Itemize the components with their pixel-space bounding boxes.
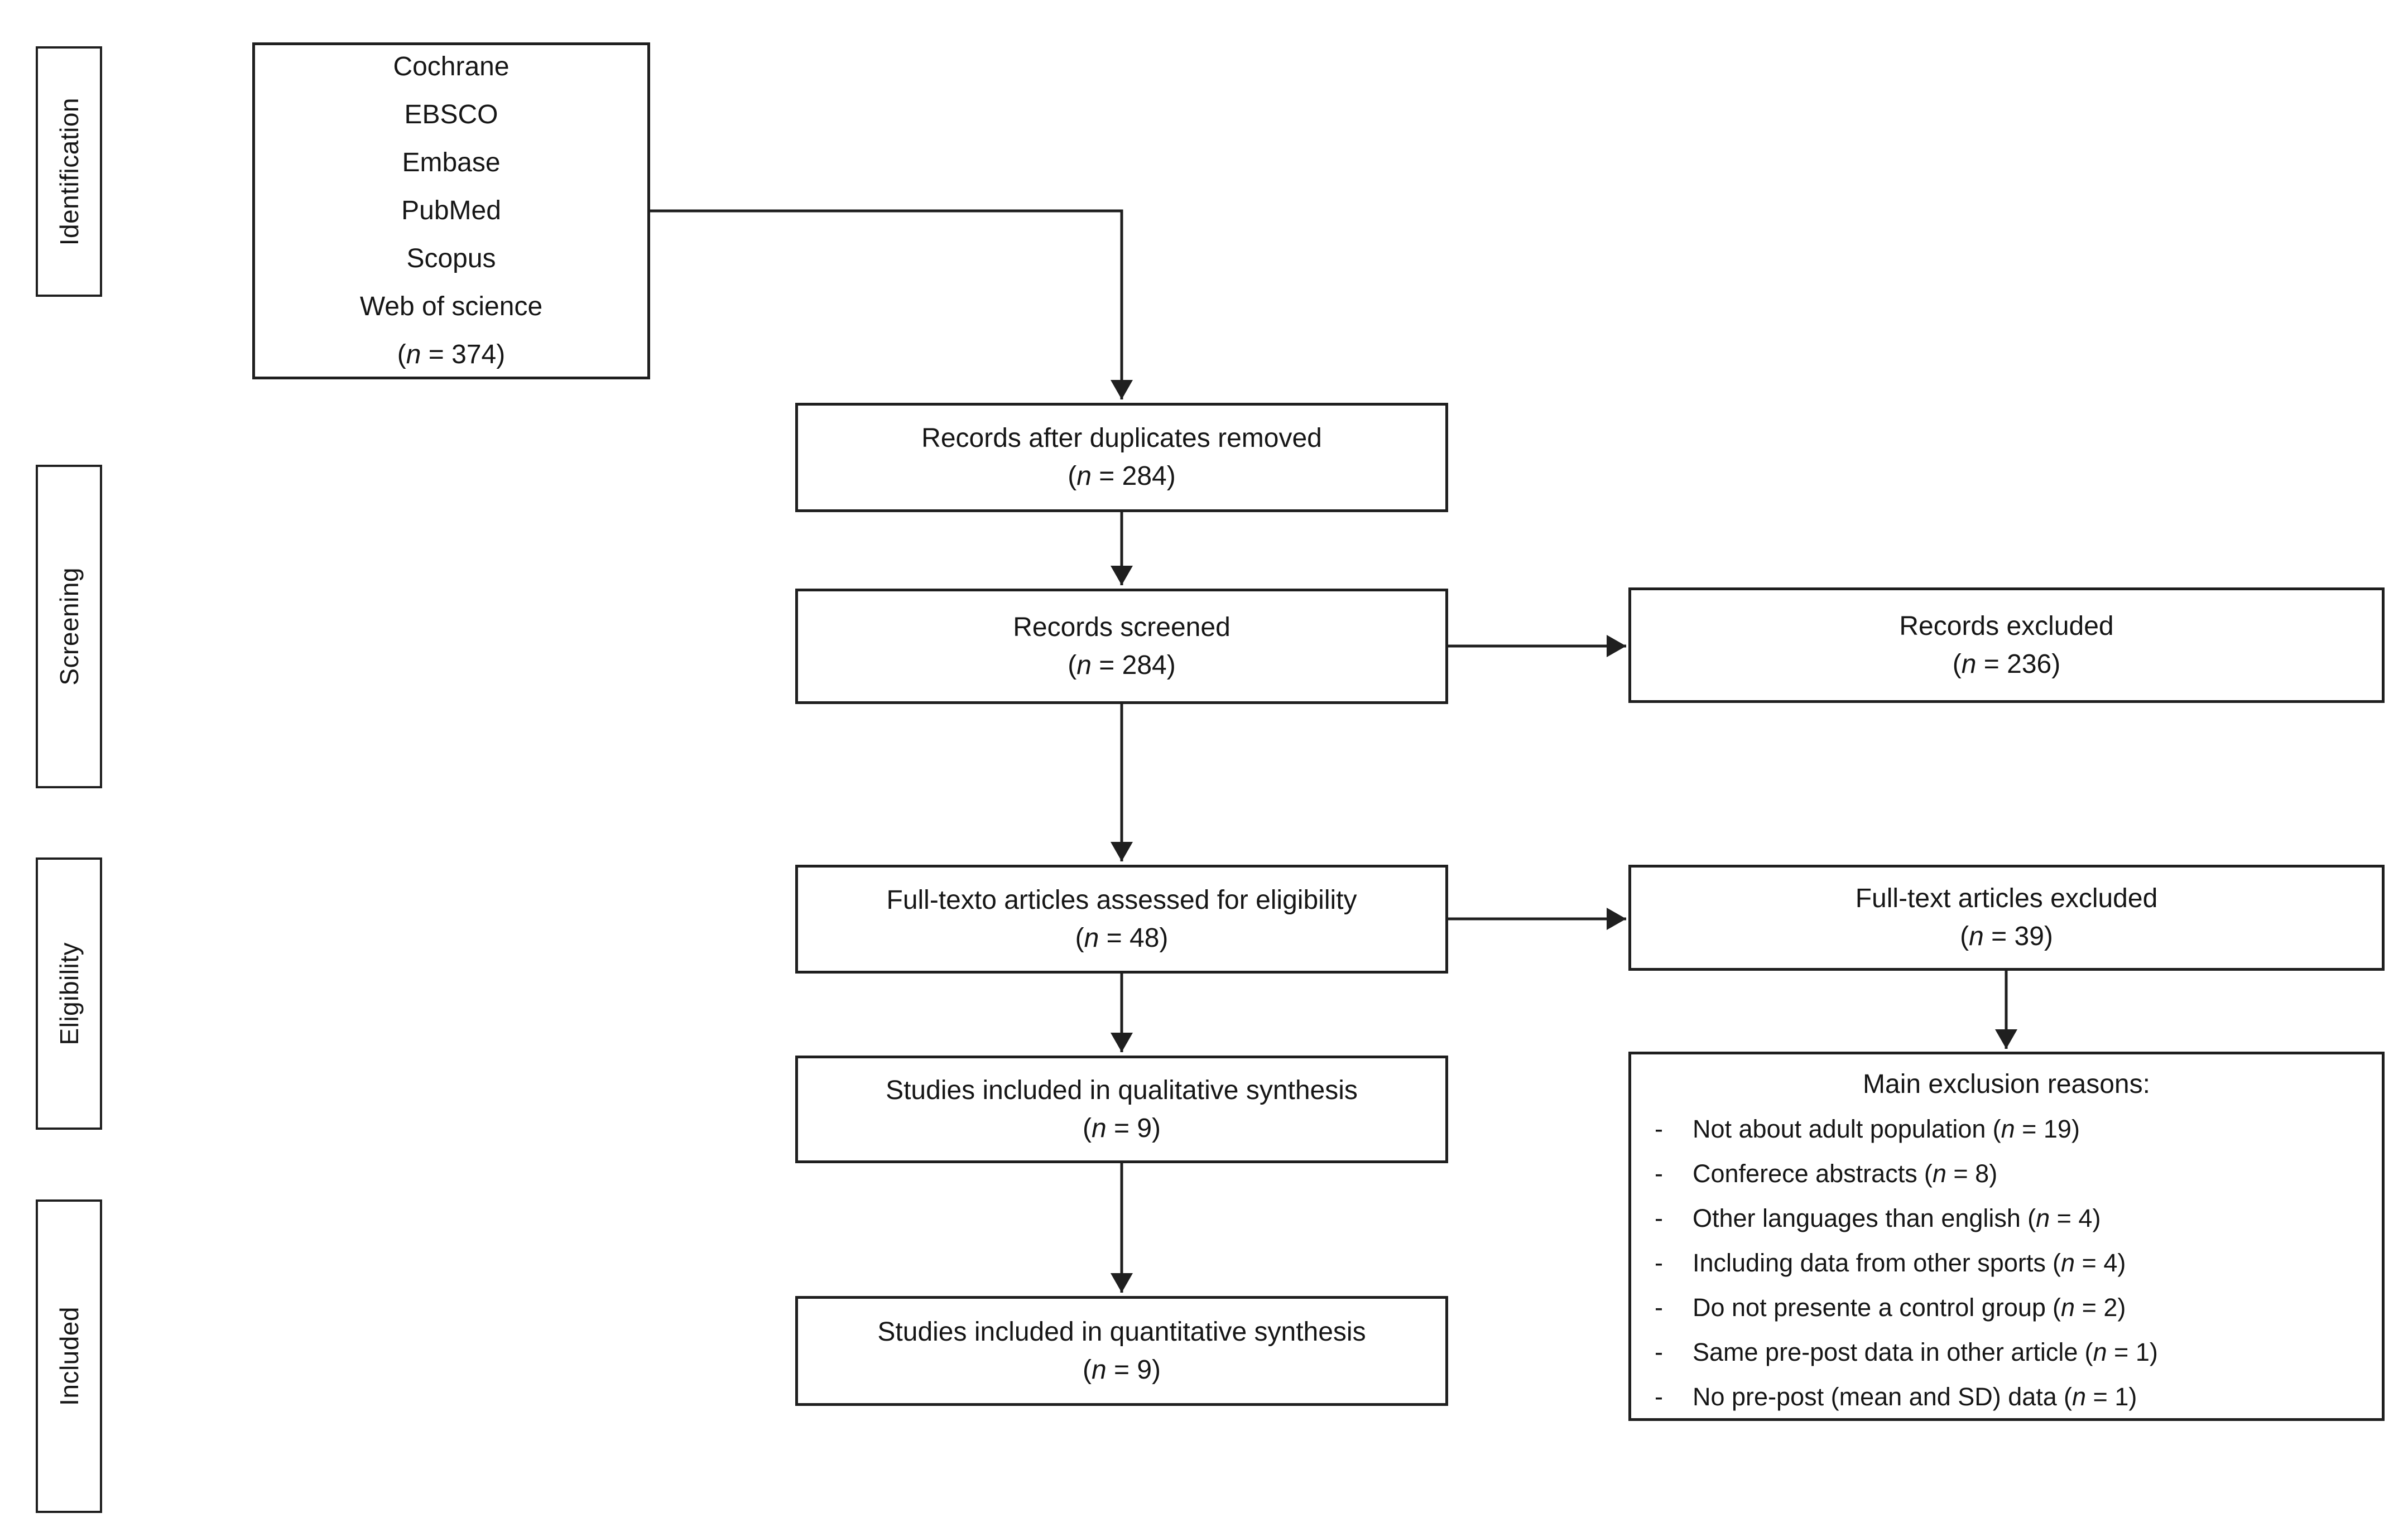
n-count: (n = 2) xyxy=(2053,1293,2126,1322)
stage-label-eligibility: Eligibility xyxy=(36,857,102,1130)
exclusion-reason-text: Other languages than english xyxy=(1693,1204,2021,1232)
box-records-after-duplicates-removed: Records after duplicates removed (n = 28… xyxy=(795,403,1448,512)
stage-label-included: Included xyxy=(36,1199,102,1513)
source-name: Scopus xyxy=(406,244,496,273)
source-name: Embase xyxy=(402,148,501,177)
stage-label-identification: Identification xyxy=(36,46,102,297)
exclusion-reason-text: No pre-post (mean and SD) data xyxy=(1693,1382,2057,1411)
exclusion-reason-text: Do not presente a control group xyxy=(1693,1293,2046,1322)
bullet-dash: - xyxy=(1655,1293,1663,1322)
exclusion-reason-item: - No pre-post (mean and SD) data (n = 1) xyxy=(1642,1375,2371,1419)
exclusion-reason-item: - Including data from other sports (n = … xyxy=(1642,1241,2371,1285)
box-label: Full-text articles excluded xyxy=(1855,884,2158,913)
source-name: Web of science xyxy=(359,292,543,321)
stage-label-text: Identification xyxy=(54,97,84,246)
box-label: Records excluded xyxy=(1899,611,2114,641)
box-label: Full-texto articles assessed for eligibi… xyxy=(886,885,1357,915)
n-count: (n = 374) xyxy=(397,340,506,369)
exclusion-reason-text: Not about adult population xyxy=(1693,1115,1986,1143)
n-count: (n = 1) xyxy=(2063,1382,2137,1411)
exclusion-reasons-list: - Not about adult population (n = 19) - … xyxy=(1642,1107,2371,1419)
bullet-dash: - xyxy=(1655,1382,1663,1411)
n-count: (n = 4) xyxy=(2027,1204,2101,1232)
source-name: PubMed xyxy=(401,196,501,225)
source-name: EBSCO xyxy=(404,100,498,129)
n-count: (n = 284) xyxy=(1068,650,1176,680)
n-count: (n = 9) xyxy=(1082,1355,1161,1385)
box-quantitative-synthesis: Studies included in quantitative synthes… xyxy=(795,1296,1448,1406)
arrow-sources-to-duplicates xyxy=(650,209,1133,399)
bullet-dash: - xyxy=(1655,1204,1663,1232)
exclusion-reason-text: Conferece abstracts xyxy=(1693,1159,1917,1188)
n-count: (n = 48) xyxy=(1075,923,1169,953)
box-label: Studies included in quantitative synthes… xyxy=(877,1317,1366,1347)
n-count: (n = 284) xyxy=(1068,461,1176,491)
stage-label-screening: Screening xyxy=(36,465,102,788)
stage-label-text: Included xyxy=(54,1307,84,1406)
box-records-excluded: Records excluded (n = 236) xyxy=(1628,587,2385,703)
n-count: (n = 39) xyxy=(1960,922,2053,951)
exclusion-reason-text: Same pre-post data in other article xyxy=(1693,1338,2078,1366)
n-count: (n = 1) xyxy=(2084,1338,2158,1366)
exclusion-reason-item: - Do not presente a control group (n = 2… xyxy=(1642,1285,2371,1330)
stage-label-text: Eligibility xyxy=(54,942,84,1045)
bullet-dash: - xyxy=(1655,1338,1663,1366)
exclusion-reason-item: - Same pre-post data in other article (n… xyxy=(1642,1330,2371,1375)
bullet-dash: - xyxy=(1655,1159,1663,1188)
exclusion-reason-text: Including data from other sports xyxy=(1693,1249,2046,1277)
box-fulltext-excluded: Full-text articles excluded (n = 39) xyxy=(1628,865,2385,971)
box-fulltext-assessed: Full-texto articles assessed for eligibi… xyxy=(795,865,1448,974)
n-count: (n = 9) xyxy=(1082,1113,1161,1143)
box-label: Records screened xyxy=(1013,612,1231,642)
box-qualitative-synthesis: Studies included in qualitative synthesi… xyxy=(795,1056,1448,1163)
box-records-screened: Records screened (n = 284) xyxy=(795,589,1448,704)
stage-label-text: Screening xyxy=(54,567,84,686)
box-label: Studies included in qualitative synthesi… xyxy=(886,1075,1358,1105)
bullet-dash: - xyxy=(1655,1249,1663,1277)
n-count: (n = 8) xyxy=(1924,1159,1998,1188)
n-count: (n = 236) xyxy=(1952,649,2061,679)
n-count: (n = 4) xyxy=(2052,1249,2126,1277)
box-label: Records after duplicates removed xyxy=(921,423,1322,453)
exclusion-reason-item: - Conferece abstracts (n = 8) xyxy=(1642,1151,2371,1196)
exclusion-reason-item: - Other languages than english (n = 4) xyxy=(1642,1196,2371,1241)
source-name: Cochrane xyxy=(393,52,510,81)
box-main-exclusion-reasons: Main exclusion reasons: - Not about adul… xyxy=(1628,1052,2385,1421)
n-count: (n = 19) xyxy=(1992,1115,2080,1143)
bullet-dash: - xyxy=(1655,1115,1663,1143)
box-database-sources: Cochrane EBSCO Embase PubMed Scopus Web … xyxy=(252,42,650,379)
exclusion-reasons-title: Main exclusion reasons: xyxy=(1863,1069,2150,1099)
exclusion-reason-item: - Not about adult population (n = 19) xyxy=(1642,1107,2371,1151)
